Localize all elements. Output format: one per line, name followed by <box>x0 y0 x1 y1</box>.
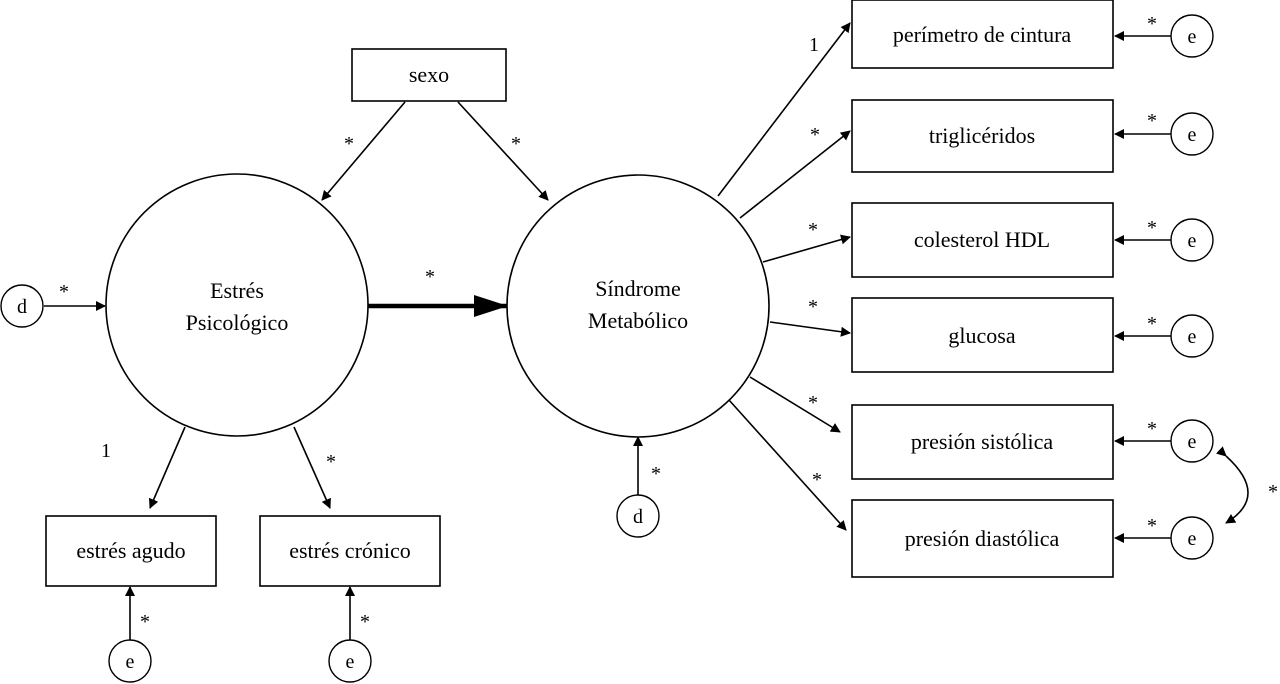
path-estres-to-agudo <box>148 426 186 509</box>
loading-agudo-fixed: 1 <box>101 440 111 462</box>
error-sistolica <box>1170 419 1214 463</box>
path-sexo-to-sindrome <box>457 101 549 201</box>
error-glucosa-label: e <box>1188 326 1197 348</box>
error-perimetro <box>1170 14 1214 58</box>
star-e-colesterol: * <box>1147 217 1157 239</box>
path-sindrome-to-sistolica <box>749 376 841 433</box>
star-covariance: * <box>1268 481 1278 503</box>
label-estres-agudo: estrés agudo <box>76 538 185 563</box>
box-trigliceridos <box>851 99 1114 173</box>
path-estres-to-cronico <box>293 426 331 509</box>
star-e-perimetro: * <box>1147 13 1157 35</box>
star-diastolica: * <box>812 469 822 491</box>
error-agudo-label: e <box>126 651 135 673</box>
error-perimetro-label: e <box>1188 26 1197 48</box>
latent-estres-line2: Psicológico <box>186 310 289 335</box>
error-cronico <box>328 639 372 683</box>
box-colesterol <box>851 202 1114 278</box>
error-sistolica-label: e <box>1188 431 1197 453</box>
label-sexo: sexo <box>409 62 449 87</box>
disturbance-estres-label: d <box>17 296 27 318</box>
path-sindrome-to-colesterol <box>762 234 851 263</box>
star-sistolica: * <box>808 392 818 414</box>
covariance-sistolica-diastolica <box>1215 446 1249 524</box>
disturbance-sindrome-label: d <box>633 506 643 528</box>
disturbance-sindrome <box>616 494 660 538</box>
box-perimetro <box>851 0 1114 69</box>
star-d2: * <box>651 463 661 485</box>
star-sexo-estres: * <box>344 133 354 155</box>
error-colesterol <box>1170 218 1214 262</box>
path-sexo-to-estres <box>321 101 406 201</box>
error-cronico-label: e <box>346 651 355 673</box>
star-colesterol: * <box>808 219 818 241</box>
latent-estres <box>105 173 369 437</box>
latent-sindrome-line1: Síndrome <box>595 276 681 301</box>
error-trigliceridos-label: e <box>1188 124 1197 146</box>
error-colesterol-label: e <box>1188 230 1197 252</box>
star-d1: * <box>59 281 69 303</box>
label-sistolica: presión sistólica <box>911 429 1054 454</box>
label-diastolica: presión diastólica <box>905 526 1060 551</box>
star-estres-cronico: * <box>326 451 336 473</box>
label-estres-cronico: estrés crónico <box>289 538 411 563</box>
path-sindrome-to-diastolica <box>728 399 847 531</box>
disturbance-estres <box>0 284 44 328</box>
star-trigliceridos: * <box>810 124 820 146</box>
path-sindrome-to-trigliceridos <box>739 130 851 219</box>
box-diastolica <box>851 499 1114 578</box>
star-sexo-sindrome: * <box>511 133 521 155</box>
star-glucosa: * <box>808 296 818 318</box>
box-sexo <box>351 48 507 102</box>
error-diastolica-label: e <box>1188 528 1197 550</box>
error-glucosa <box>1170 314 1214 358</box>
error-agudo <box>108 639 152 683</box>
error-diastolica <box>1170 516 1214 560</box>
label-trigliceridos: triglicéridos <box>929 123 1035 148</box>
star-e-trigliceridos: * <box>1147 110 1157 132</box>
error-trigliceridos <box>1170 112 1214 156</box>
label-colesterol: colesterol HDL <box>914 227 1050 252</box>
star-estres-sindrome: * <box>425 266 435 288</box>
box-estres-agudo <box>45 515 217 587</box>
path-sindrome-to-glucosa <box>769 321 851 337</box>
box-estres-cronico <box>259 515 441 587</box>
latent-estres-line1: Estrés <box>210 278 264 303</box>
box-glucosa <box>851 297 1114 373</box>
label-glucosa: glucosa <box>948 323 1015 348</box>
star-e-sistolica: * <box>1147 418 1157 440</box>
label-perimetro: perímetro de cintura <box>893 22 1072 47</box>
path-sindrome-to-perimetro <box>717 22 851 197</box>
box-sistolica <box>851 404 1114 480</box>
star-e-cronico: * <box>360 611 370 633</box>
loading-perimetro-fixed: 1 <box>809 34 819 56</box>
latent-sindrome-line2: Metabólico <box>588 308 688 333</box>
latent-sindrome <box>506 174 770 438</box>
star-e-diastolica: * <box>1147 515 1157 537</box>
star-e-agudo: * <box>140 611 150 633</box>
star-e-glucosa: * <box>1147 313 1157 335</box>
